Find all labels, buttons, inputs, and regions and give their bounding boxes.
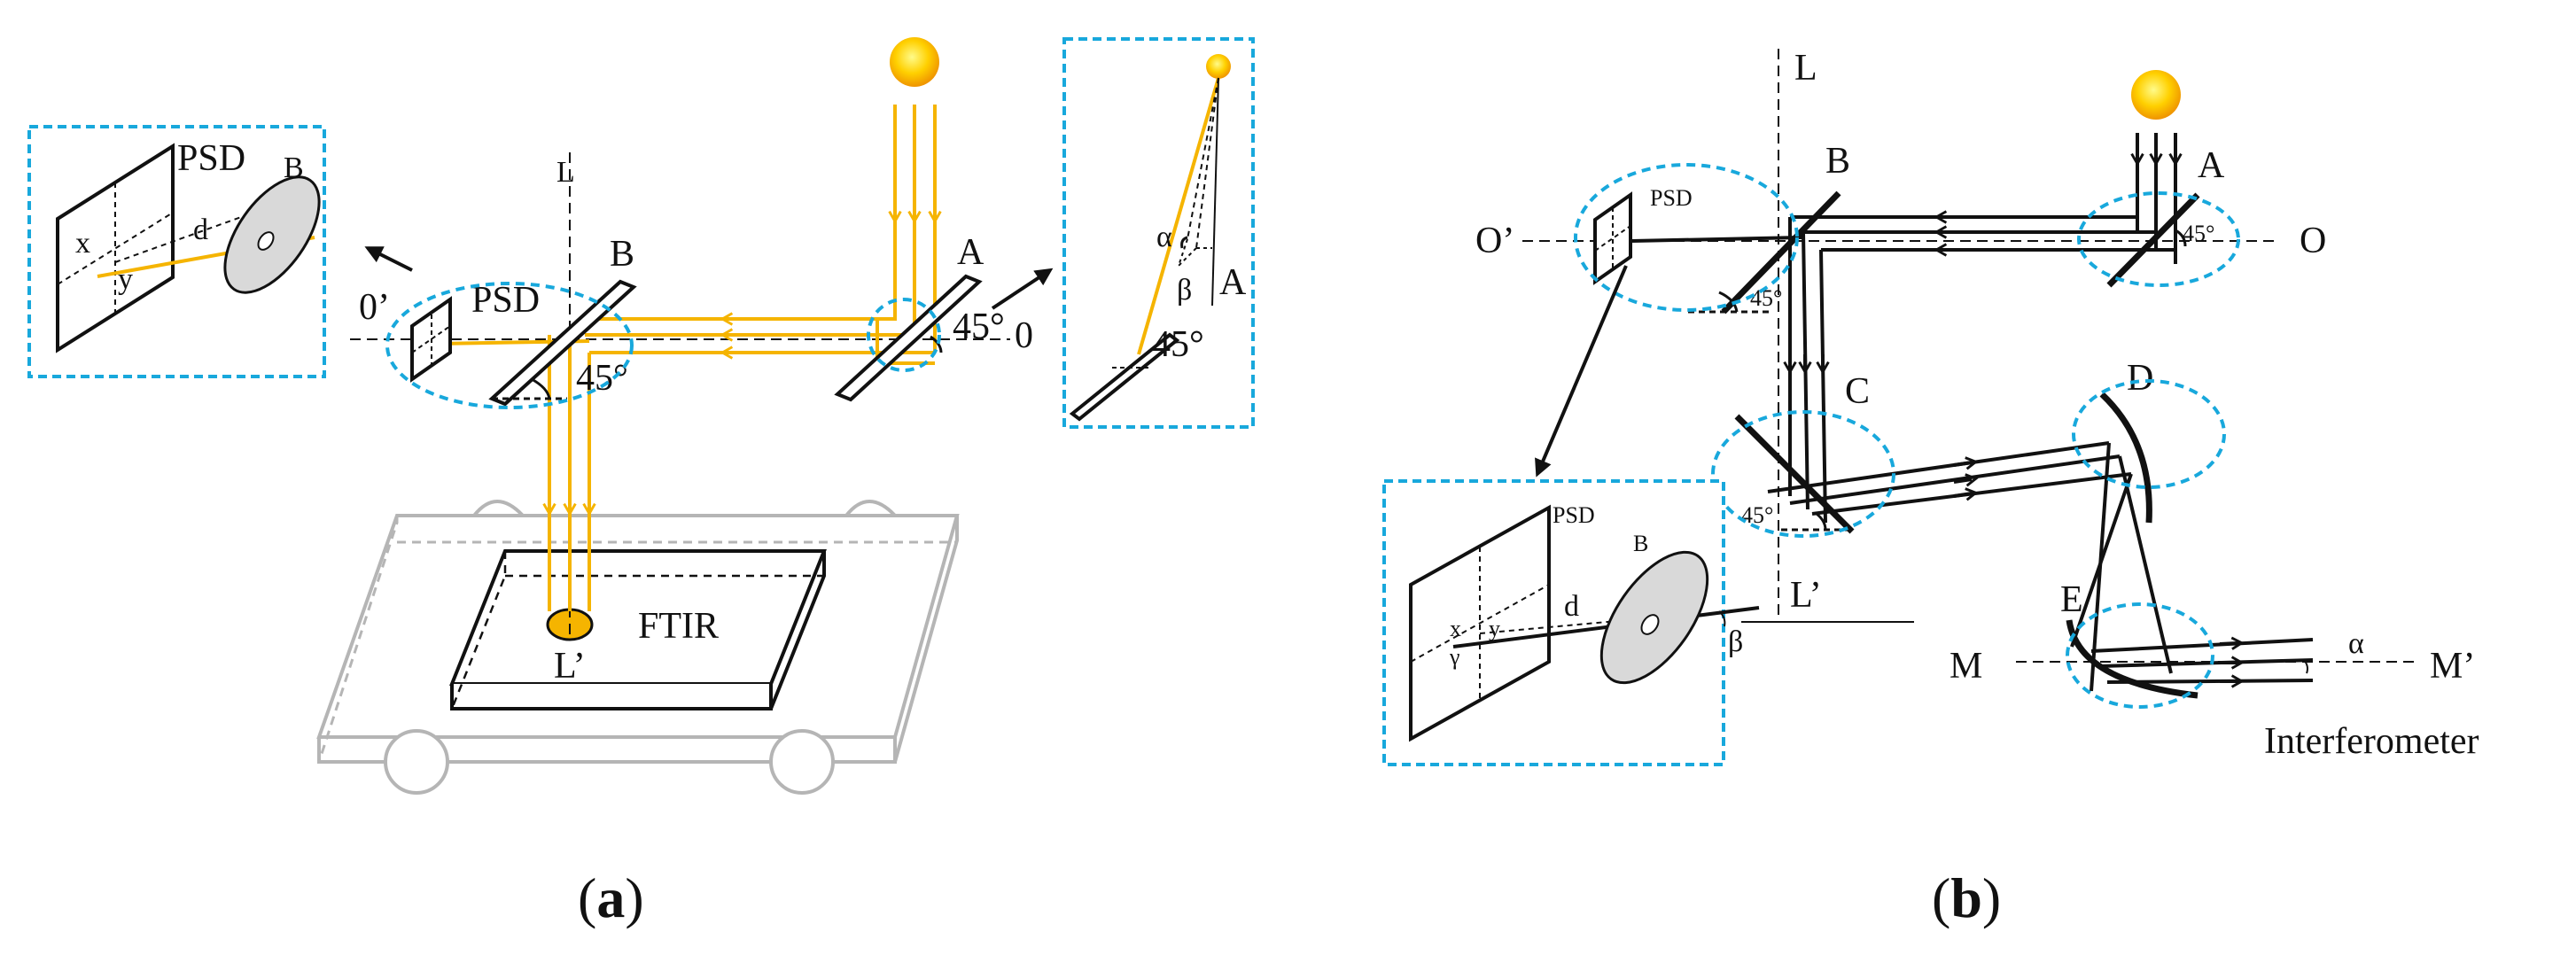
mirror-a-label-b: A <box>2198 145 2225 186</box>
caption-b: (b) <box>1932 866 2001 929</box>
axis-o-label-b: O <box>2300 221 2326 261</box>
psd-detector-a <box>410 296 452 383</box>
interferometer-label: Interferometer <box>2264 721 2479 762</box>
inset-geometry-a <box>1062 37 1255 429</box>
beams-black-b <box>1631 133 2314 692</box>
mirror-a-label: A <box>957 232 984 273</box>
axis-o-label: 0 <box>1015 315 1033 356</box>
inset-b-gamma-label: γ <box>1449 644 1460 670</box>
angle-45-a-label-b: 45° <box>2183 221 2214 246</box>
cart-platform <box>316 500 960 795</box>
axis-o-prime-label-b: O’ <box>1475 221 1514 261</box>
inset-b-beta-label: β <box>1728 625 1743 658</box>
highlight-mirror-e-b <box>2066 602 2214 709</box>
psd-label-b: PSD <box>1650 185 1693 211</box>
inset-disk-a <box>223 175 321 294</box>
inset-a2-a-label: A <box>1219 262 1247 303</box>
panel-a: FTIR L’ L 0 0’ <box>27 37 1255 929</box>
mirror-b-label: B <box>610 234 634 275</box>
ftir-label: FTIR <box>638 606 719 647</box>
axis-o-prime-label: 0’ <box>359 287 390 328</box>
inset-a2-beta-label: β <box>1177 274 1192 307</box>
mirror-a-b <box>2106 192 2200 288</box>
inset-b-b-label: B <box>1633 531 1648 556</box>
highlight-psd-b-a <box>385 282 634 409</box>
mirror-b <box>488 279 637 407</box>
arrow-icon <box>991 268 1054 310</box>
mirror-b-label-b: B <box>1825 141 1850 182</box>
sun-icon <box>1206 54 1231 79</box>
inset-b-x-label: x <box>1450 616 1461 641</box>
axis-l-label: L <box>556 156 575 189</box>
axis-l-label-b: L <box>1794 48 1817 89</box>
panel-b: L O O’ L’ M M’ <box>1382 48 2479 929</box>
arrow-icon <box>1535 265 1628 478</box>
axis-m-label-b: M <box>1950 646 1982 687</box>
highlight-mirror-d-b <box>2072 379 2226 489</box>
inset-a-y-label: y <box>118 263 133 296</box>
highlight-mirror-c-b <box>1711 410 1895 538</box>
inset-geometry-a-content <box>1069 77 1220 422</box>
inset-b-d-label: d <box>1564 590 1579 623</box>
sun-icon <box>890 37 939 87</box>
axis-m-prime-label-b: M’ <box>2430 646 2475 687</box>
inset-disk-b <box>1599 550 1709 685</box>
angle-45-c-label-b: 45° <box>1741 502 1773 528</box>
axis-l-prime-label-b: L’ <box>1790 575 1822 616</box>
inset-a-d-label: d <box>193 214 208 246</box>
mirror-e-b <box>2066 619 2199 699</box>
mirror-d-label-b: D <box>2127 358 2153 399</box>
inset-b-y-label: y <box>1489 616 1500 641</box>
sun-icon <box>2131 70 2181 120</box>
caption-a: (a) <box>578 866 644 929</box>
mirror-a <box>834 274 983 402</box>
highlight-psd-b-b <box>1574 163 1799 312</box>
l-prime-label: L’ <box>554 646 586 687</box>
inset-psd-b-content <box>1409 504 1760 742</box>
inset-a-b-label: B <box>284 151 304 184</box>
psd-label-a: PSD <box>471 280 540 321</box>
inset-a-psd-label: PSD <box>177 138 245 179</box>
alpha-label-b: α <box>2348 627 2364 660</box>
highlight-mirror-a <box>867 298 941 372</box>
beams-yellow-a <box>438 105 942 611</box>
highlight-mirror-a-b <box>2077 191 2240 287</box>
psd-detector-b <box>1593 191 1632 285</box>
inset-b-psd-label: PSD <box>1553 502 1595 528</box>
angle-45-b-label: 45° <box>576 358 628 399</box>
mirror-e-label-b: E <box>2060 579 2083 620</box>
mirror-c-label-b: C <box>1845 371 1870 412</box>
inset-a-x-label: x <box>75 227 90 260</box>
inset-a2-alpha-label: α <box>1156 221 1172 253</box>
inset-a2-45-label: 45° <box>1152 324 1204 365</box>
mirror-d-b <box>2099 392 2152 524</box>
mirror-b-b <box>1721 190 1841 314</box>
arrow-icon <box>364 246 413 272</box>
ftir-box <box>449 549 827 710</box>
mirror-c-b <box>1734 414 1855 534</box>
angle-45-a-label: 45° <box>953 307 1005 347</box>
